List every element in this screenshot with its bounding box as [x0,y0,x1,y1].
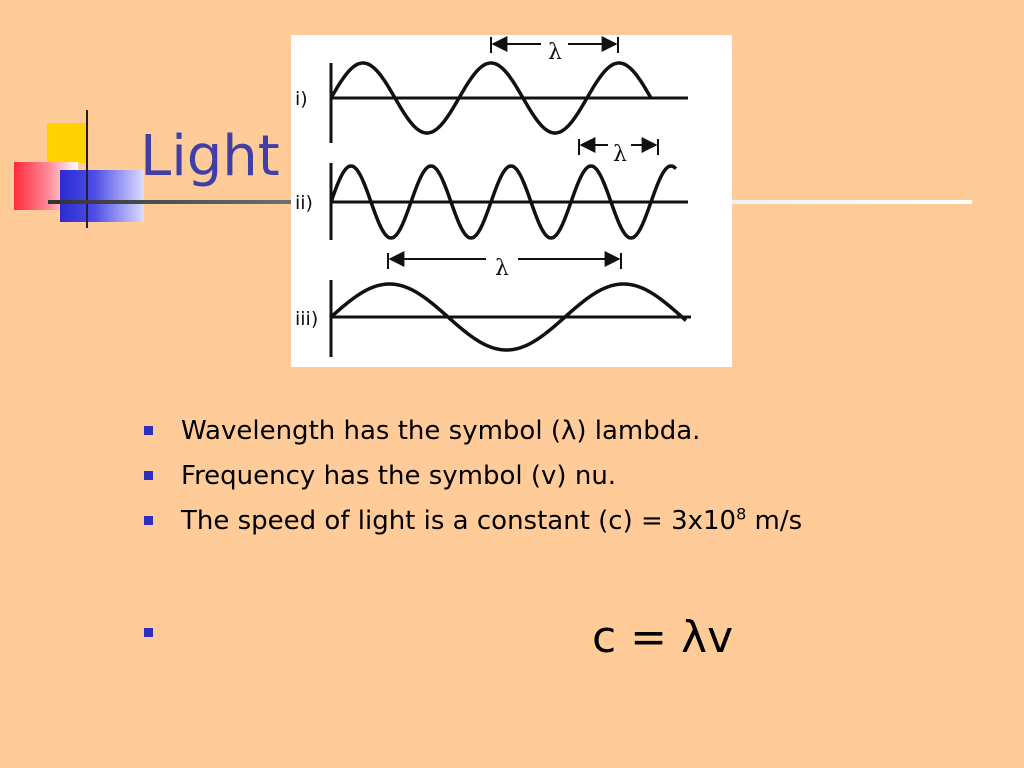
wave-1-curve [329,61,653,135]
wave-1-label: i) [295,88,308,110]
slide-title: Light [140,124,280,189]
equation-text: c = λv [592,612,734,663]
speed-text-before: The speed of light is a constant (c) = 3… [181,506,737,536]
wave-3-curve [329,282,688,352]
wave-1-lambda-symbol: λ [548,40,562,65]
bullet-text: Frequency has the symbol (v) nu. [181,461,617,491]
decor-vertical-line [86,110,88,228]
speed-text-after: m/s [746,506,803,536]
wave-2-label: ii) [295,192,313,214]
wave-diagram-svg: i) λ ii) λ iii) λ [295,36,691,357]
wave-2-lambda-symbol: λ [613,142,627,167]
decor-yellow-square [47,123,87,163]
decor-blue-square [60,170,144,222]
bullet-text: The speed of light is a constant (c) = 3… [181,504,802,538]
bullet-marker [144,471,153,480]
wave-2-curve [329,164,678,240]
wave-3-lambda-symbol: λ [495,256,509,281]
bullet-marker [144,426,153,435]
wave-3-label: iii) [295,308,318,330]
bullet-text: Wavelength has the symbol (λ) lambda. [181,416,701,446]
wave-diagram: i) λ ii) λ iii) λ [291,35,732,367]
bullet-marker [144,516,153,525]
speed-exponent: 8 [736,504,747,524]
bullet-marker [144,628,153,637]
